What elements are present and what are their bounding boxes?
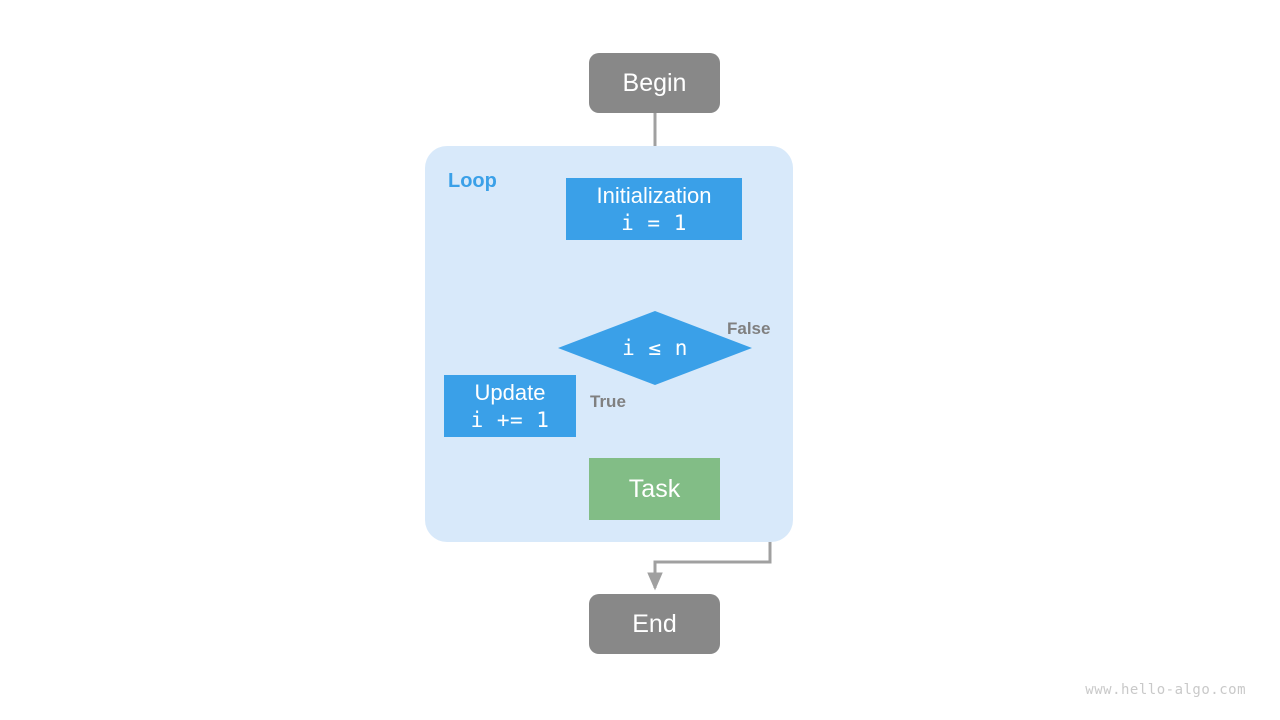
node-initialization-expression: i = 1 <box>621 210 687 235</box>
node-update-label: Update <box>474 380 546 406</box>
node-condition[interactable]: i ≤ n <box>558 311 752 385</box>
node-end-label: End <box>632 609 677 638</box>
loop-container-label: Loop <box>448 170 497 192</box>
node-update[interactable]: Update i += 1 <box>444 375 576 437</box>
edge-label-false: False <box>727 319 771 338</box>
node-task[interactable]: Task <box>589 458 720 520</box>
node-update-expression: i += 1 <box>470 407 550 432</box>
watermark: www.hello-algo.com <box>1085 682 1246 698</box>
node-condition-label: i ≤ n <box>622 336 688 360</box>
edge-label-true: True <box>590 392 626 411</box>
node-initialization[interactable]: Initialization i = 1 <box>566 178 742 240</box>
node-begin-label: Begin <box>622 68 687 97</box>
node-begin[interactable]: Begin <box>589 53 720 113</box>
node-end[interactable]: End <box>589 594 720 654</box>
node-task-label: Task <box>628 474 681 503</box>
node-initialization-label: Initialization <box>596 183 712 209</box>
